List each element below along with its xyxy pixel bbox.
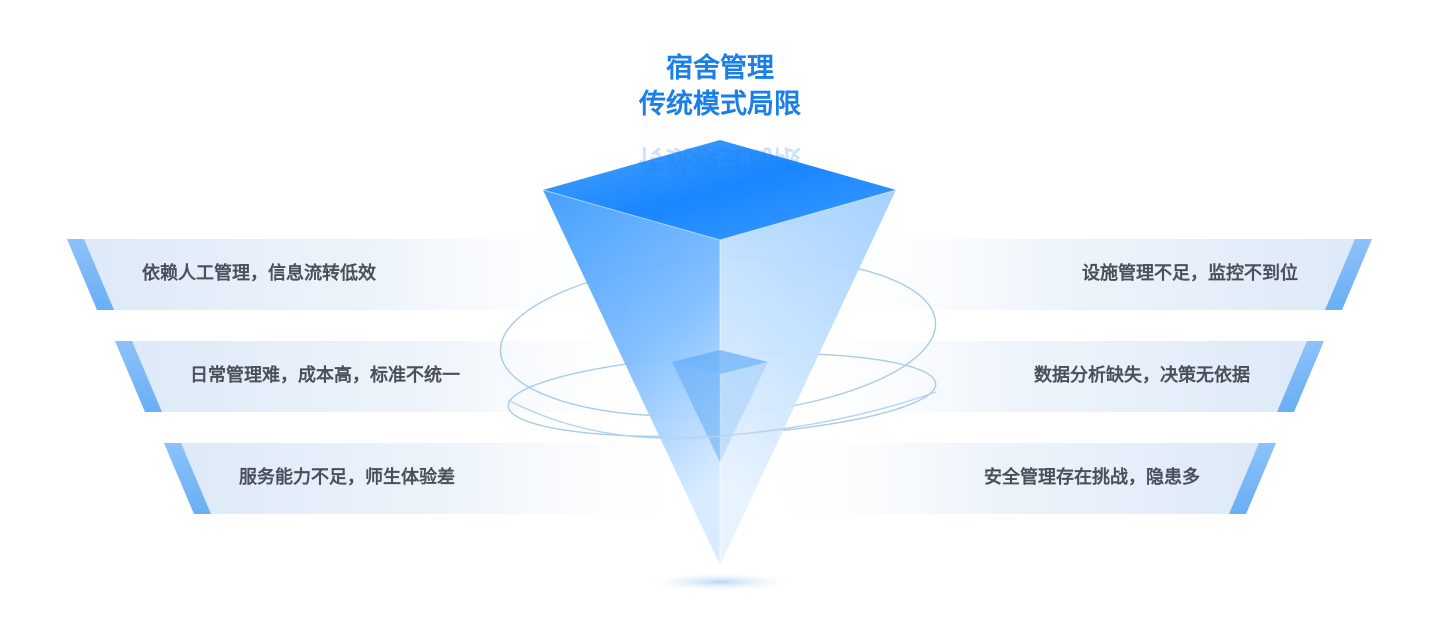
- right-band-2: [760, 341, 1324, 412]
- inner-pyramid-top: [672, 350, 768, 374]
- pyramid-left-face: [543, 190, 720, 565]
- right-item-1: 设施管理不足，监控不到位: [1082, 263, 1298, 284]
- pyramid-right-face: [720, 190, 896, 565]
- inverted-pyramid: [542, 140, 897, 565]
- right-item-3: 安全管理存在挑战，隐患多: [984, 467, 1200, 488]
- left-item-3: 服务能力不足，师生体验差: [239, 467, 455, 488]
- diagram-title-line2: 传统模式局限: [639, 89, 801, 120]
- left-band-2: [115, 341, 690, 412]
- left-band-1: [67, 239, 650, 310]
- left-band-3: [164, 443, 710, 514]
- left-item-2: 日常管理难，成本高，标准不统一: [190, 365, 460, 386]
- diagram-title-line1: 宿舍管理: [666, 53, 774, 84]
- right-band-3: [740, 443, 1276, 514]
- title-reflection: 传统模式局限: [639, 143, 801, 174]
- left-item-1: 依赖人工管理，信息流转低效: [142, 263, 376, 284]
- right-band-1: [790, 239, 1372, 310]
- inner-pyramid-right: [720, 362, 768, 462]
- pyramid-shadow: [640, 572, 800, 592]
- right-item-2: 数据分析缺失，决策无依据: [1034, 365, 1250, 386]
- orbit-ring-front: [507, 391, 937, 440]
